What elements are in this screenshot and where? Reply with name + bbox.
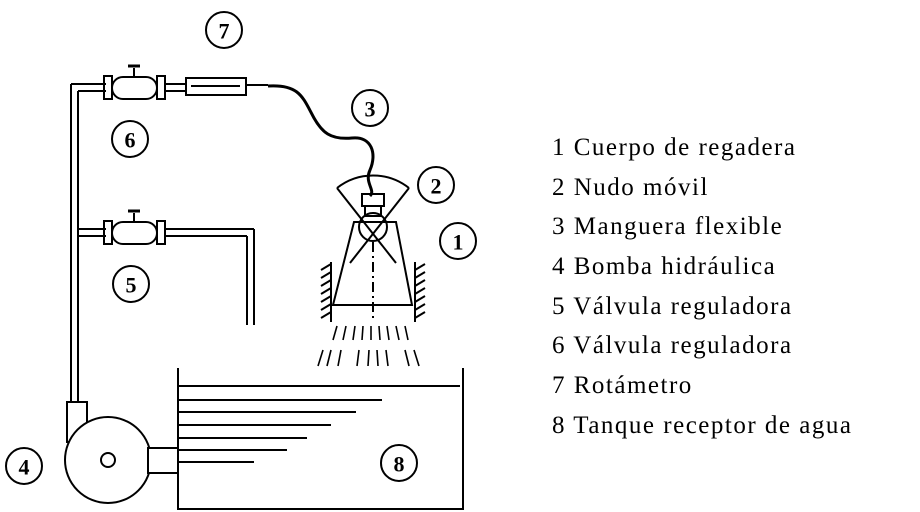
shower-body	[331, 221, 414, 320]
callout-2: 2	[431, 174, 442, 199]
regulating-valve-6	[103, 64, 186, 100]
legend-item: 7 Rotámetro	[552, 372, 693, 400]
regulating-valve-5	[103, 209, 166, 245]
component-legend: 1 Cuerpo de regadera 2 Nudo móvil 3 Mang…	[552, 128, 852, 446]
legend-item: 5 Válvula reguladora	[552, 292, 793, 320]
riser-pipe	[70, 83, 106, 402]
legend-item: 4 Bomba hidráulica	[552, 253, 777, 281]
callout-3: 3	[365, 97, 376, 122]
water-spray	[317, 325, 420, 367]
water-level-lines	[178, 385, 460, 463]
branch-pipe	[78, 228, 255, 325]
hydraulic-pump	[64, 401, 179, 504]
callout-8: 8	[394, 452, 405, 477]
callout-1: 1	[453, 230, 464, 255]
callout-circles	[5, 11, 477, 485]
legend-item: 3 Manguera flexible	[552, 213, 784, 241]
support-left	[320, 262, 332, 322]
legend-item: 8 Tanque receptor de agua	[552, 411, 853, 439]
callout-4: 4	[19, 455, 30, 480]
moving-joint	[336, 174, 410, 264]
legend-item: 2 Nudo móvil	[552, 173, 709, 201]
legend-item: 6 Válvula reguladora	[552, 332, 793, 360]
callout-5: 5	[126, 273, 137, 298]
legend-item: 1 Cuerpo de regadera	[552, 134, 797, 161]
callout-6: 6	[125, 128, 136, 153]
flexible-hose	[267, 84, 375, 198]
rotameter	[185, 77, 268, 96]
callout-7: 7	[219, 19, 230, 44]
support-right	[414, 262, 426, 322]
